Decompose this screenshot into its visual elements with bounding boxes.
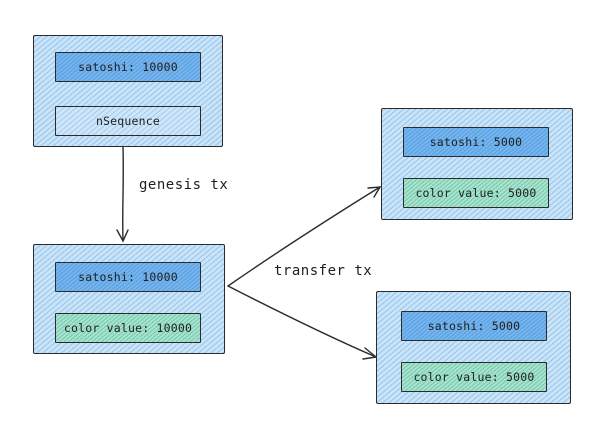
transfer-arrow-lower — [227, 285, 378, 360]
satoshi-field: satoshi: 5000 — [401, 311, 547, 341]
satoshi-field: satoshi: 10000 — [55, 262, 201, 292]
satoshi-field: satoshi: 10000 — [55, 52, 201, 82]
transfer-arrow-upper — [227, 186, 382, 287]
nsequence-field: nSequence — [55, 106, 201, 136]
color-value-field: color value: 10000 — [55, 313, 201, 343]
color-value-field: color value: 5000 — [403, 178, 549, 208]
genesis-input-box: satoshi: 10000 nSequence — [33, 35, 223, 147]
transfer-output-box-1: satoshi: 5000 color value: 5000 — [381, 108, 573, 220]
genesis-output-box: satoshi: 10000 color value: 10000 — [33, 244, 225, 354]
transfer-output-box-2: satoshi: 5000 color value: 5000 — [376, 291, 571, 404]
genesis-tx-label: genesis tx — [139, 177, 229, 193]
satoshi-field: satoshi: 5000 — [403, 127, 549, 157]
genesis-arrow — [116, 146, 129, 243]
color-value-field: color value: 5000 — [401, 362, 547, 392]
transfer-tx-label: transfer tx — [274, 263, 373, 279]
